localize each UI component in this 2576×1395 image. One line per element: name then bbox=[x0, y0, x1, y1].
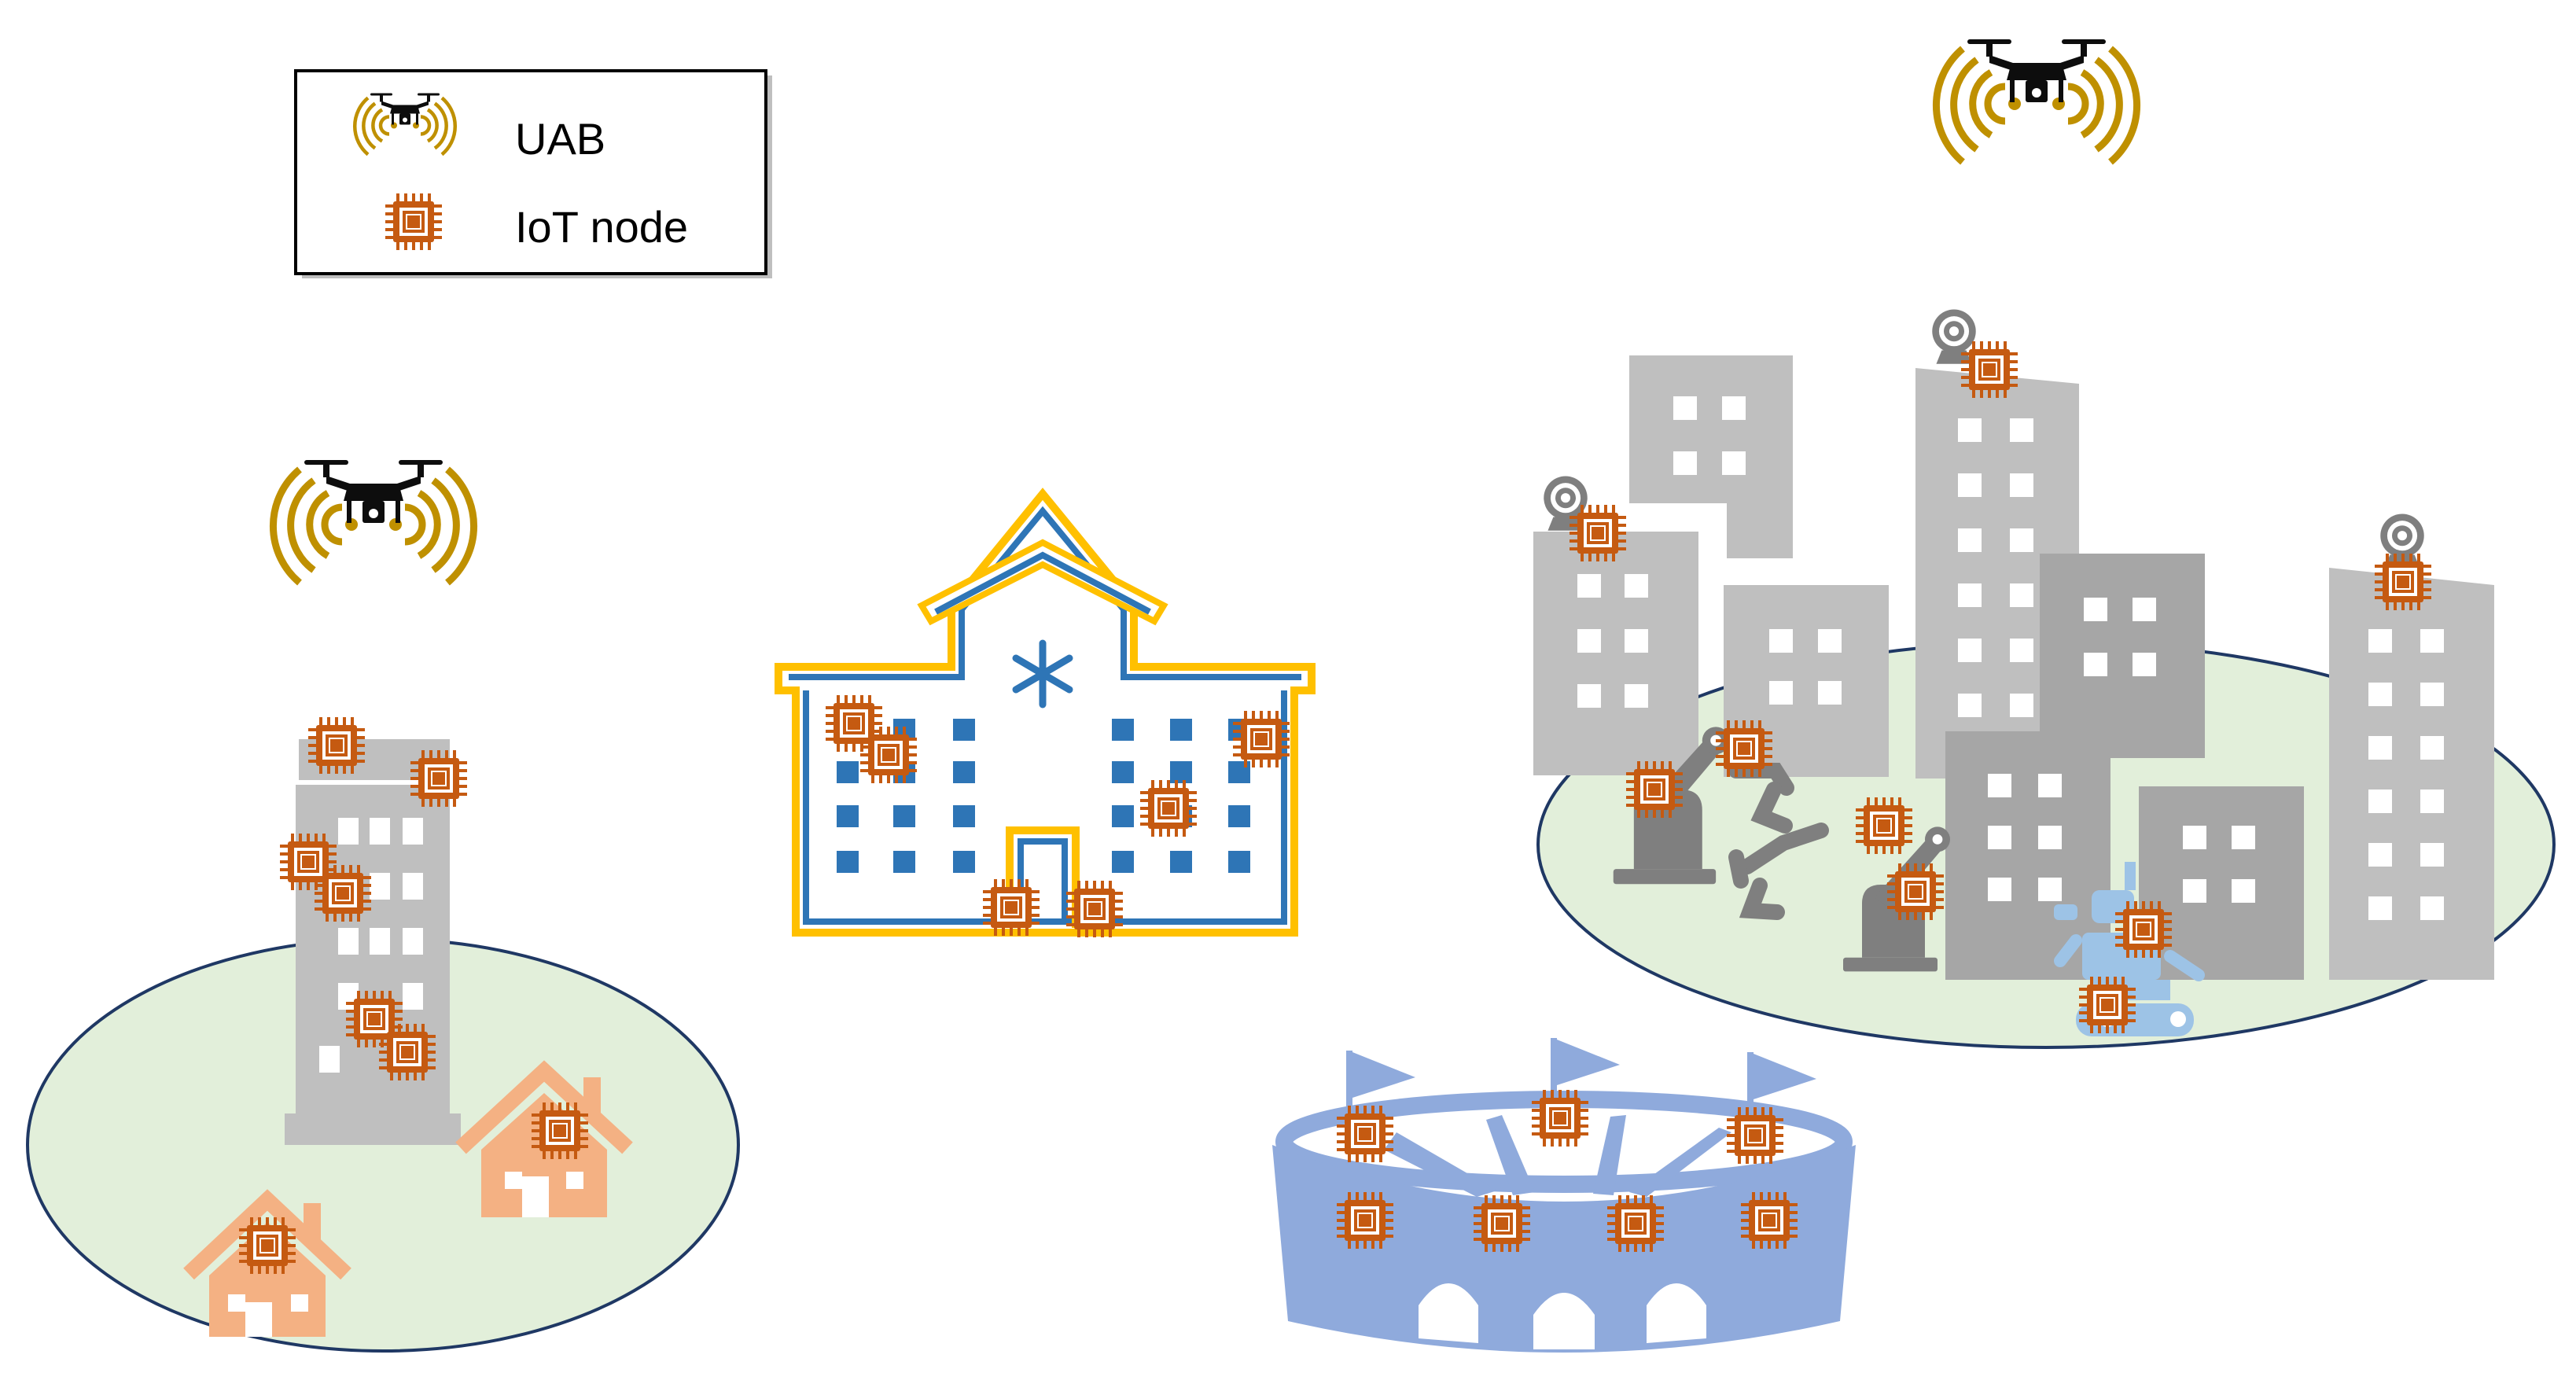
city-building bbox=[1915, 368, 2079, 778]
city-building bbox=[2040, 554, 2205, 758]
industrial-city-area bbox=[1533, 309, 2556, 1049]
city-building bbox=[1533, 532, 1698, 775]
house bbox=[183, 1189, 351, 1337]
apartment-building bbox=[285, 739, 461, 1145]
legend-label-iot-node: IoT node bbox=[515, 202, 688, 252]
drone-icon bbox=[273, 460, 473, 583]
residential-area bbox=[26, 739, 740, 1353]
city-building bbox=[2139, 786, 2304, 980]
robot-gripper-icon bbox=[1728, 763, 1829, 920]
city-building bbox=[2329, 568, 2494, 980]
legend: UAB IoT node bbox=[294, 69, 772, 278]
hospital-windows bbox=[837, 719, 1250, 873]
city-building bbox=[1945, 731, 2110, 980]
medical-asterisk-icon bbox=[1012, 639, 1073, 709]
drone-icon bbox=[1936, 39, 2136, 162]
legend-label-uab: UAB bbox=[515, 114, 605, 164]
stadium bbox=[1272, 1038, 1856, 1353]
city-building bbox=[1629, 355, 1793, 558]
